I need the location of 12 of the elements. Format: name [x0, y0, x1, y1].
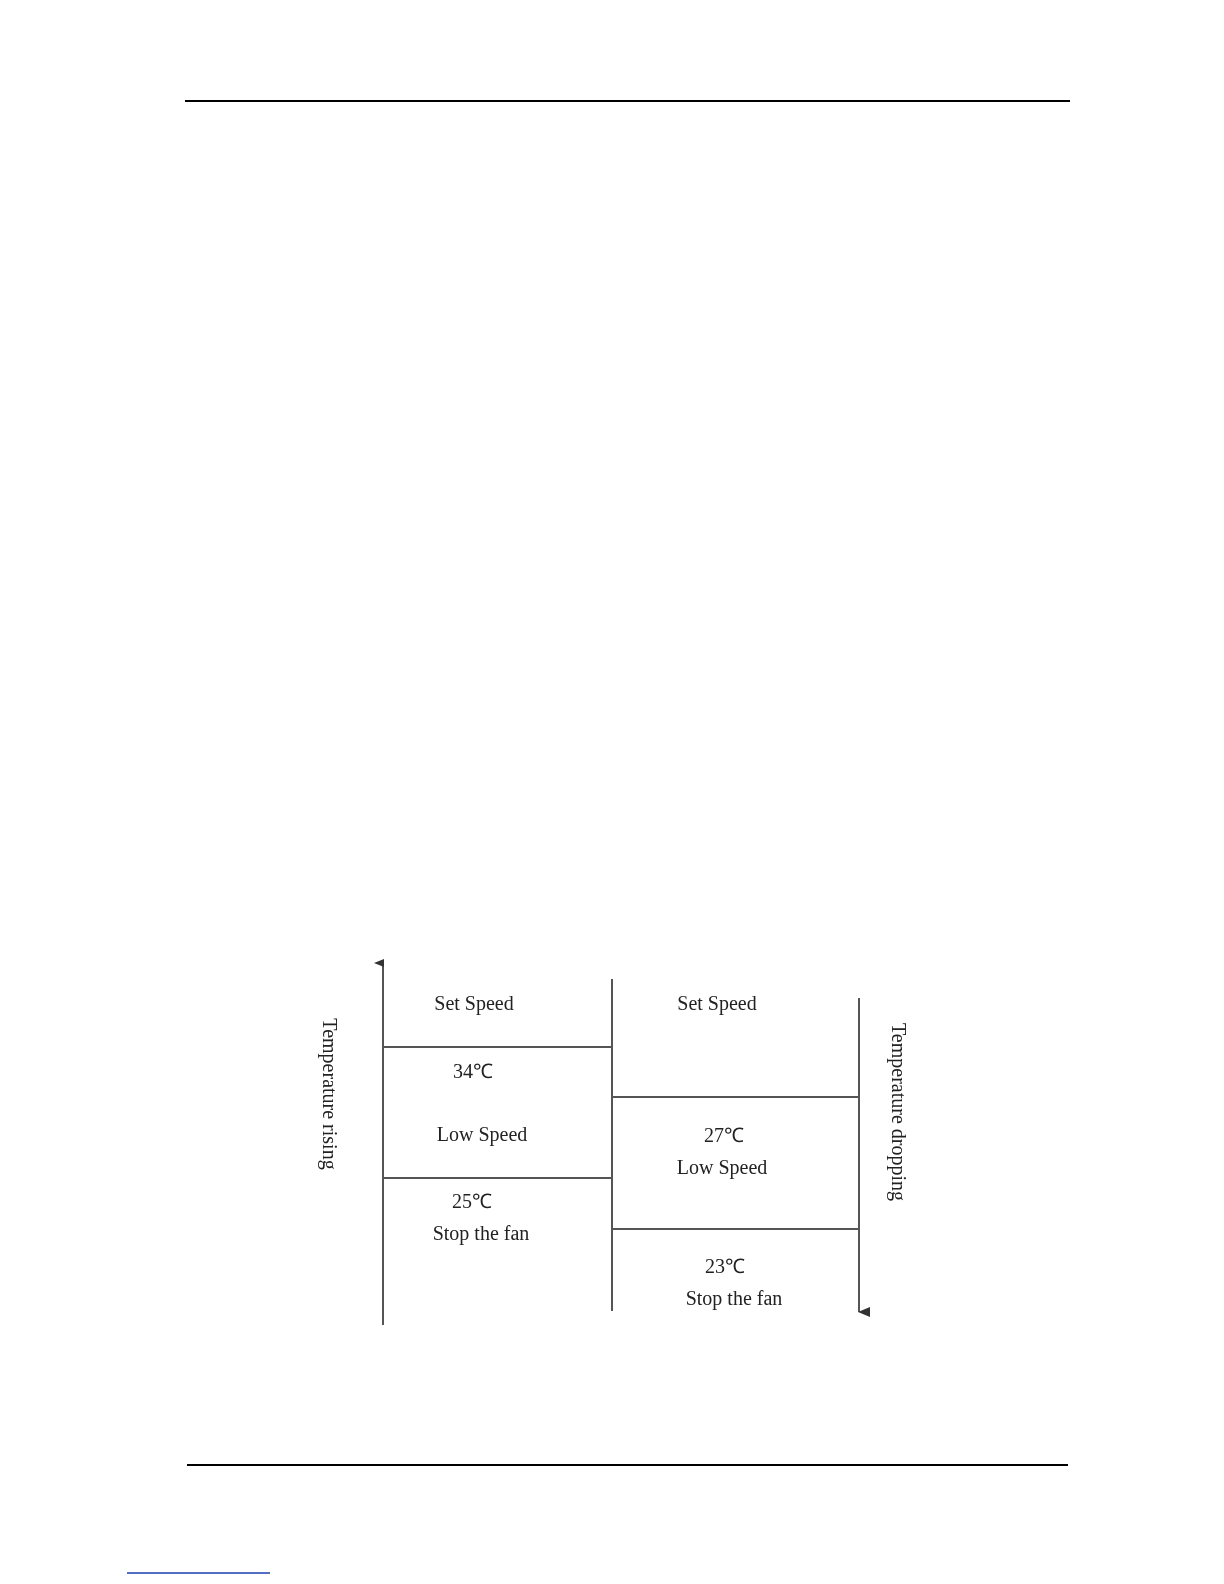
zone-label: Stop the fan — [432, 1221, 530, 1245]
zone-label: Stop the fan — [685, 1286, 783, 1310]
temperature-label: 25℃ — [452, 1188, 492, 1214]
zone-label: Set Speed — [434, 991, 514, 1015]
temperature-label: 34℃ — [453, 1058, 493, 1084]
axis-label: Temperature dropping — [886, 1023, 910, 1201]
temperature-label: 23℃ — [705, 1253, 745, 1279]
zone-label: Set Speed — [677, 991, 757, 1015]
zone-label: Low Speed — [676, 1155, 768, 1179]
temperature-label: 27℃ — [704, 1122, 744, 1148]
axis-label: Temperature rising — [317, 1018, 341, 1170]
zone-label: Low Speed — [436, 1122, 528, 1146]
